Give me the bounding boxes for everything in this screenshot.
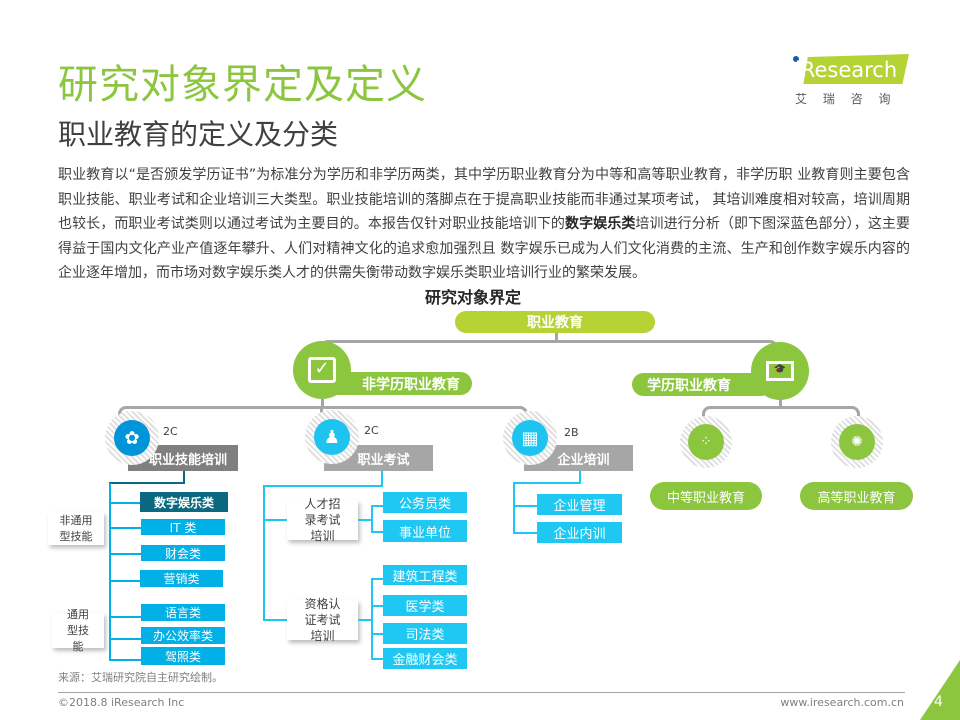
item-civil-servant: 公务员类 xyxy=(383,492,467,513)
node-secondary-vocational: 中等职业教育 xyxy=(650,482,762,510)
item-judicial: 司法类 xyxy=(383,623,467,644)
node-degree: 学历职业教育 xyxy=(632,373,772,396)
node-vocational-education: 职业教育 xyxy=(455,311,655,333)
group-certification-exam: 资格认证考试培训 xyxy=(287,597,358,643)
item-language: 语言类 xyxy=(141,604,225,621)
building-icon: ▦ xyxy=(512,420,548,456)
item-construction: 建筑工程类 xyxy=(383,565,467,585)
checkbox-icon: ✓ xyxy=(293,341,351,399)
group-non-general-skills: 非通用型技能 xyxy=(48,512,104,545)
copyright: ©2018.8 iResearch Inc xyxy=(58,696,185,709)
diagram-title: 研究对象界定 xyxy=(425,288,522,307)
item-accounting: 财会类 xyxy=(141,545,225,561)
description-paragraph: 职业教育以“是否颁发学历证书”为标准分为学历和非学历两类，其中学历职业教育分为中… xyxy=(58,167,911,282)
item-corp-management: 企业管理 xyxy=(537,494,622,515)
exam-tag: 2C xyxy=(364,424,379,437)
skills-tag: 2C xyxy=(163,425,178,438)
source-note: 来源：艾瑞研究院自主研究绘制。 xyxy=(58,671,223,684)
page-title: 研究对象界定及定义 xyxy=(58,62,427,108)
node-higher-vocational: 高等职业教育 xyxy=(800,482,913,510)
diploma-icon: 🎓 xyxy=(751,342,809,400)
item-corp-internal: 企业内训 xyxy=(537,522,622,543)
stamp-icon: ♟ xyxy=(314,419,350,455)
item-finance: 金融财会类 xyxy=(383,648,467,669)
highlight-text: 数字娱乐类 xyxy=(565,216,636,233)
item-driving: 驾照类 xyxy=(141,647,225,665)
node-skills-training: 职业技能培训 xyxy=(128,445,238,471)
fan-icon: ✺ xyxy=(839,424,875,460)
group-recruitment-exam: 人才招录考试培训 xyxy=(287,497,358,543)
corner-triangle xyxy=(920,660,960,720)
strategy-icon: ⁘ xyxy=(688,424,724,460)
corp-tag: 2B xyxy=(564,426,579,439)
group-general-skills: 通用型技能 xyxy=(52,608,104,653)
page-number: 4 xyxy=(934,694,943,710)
item-digital-entertainment: 数字娱乐类 xyxy=(140,492,228,512)
logo-text: iResearch xyxy=(795,58,898,82)
website-link[interactable]: www.iresearch.com.cn xyxy=(780,696,904,709)
item-medical: 医学类 xyxy=(383,595,467,616)
item-public-institution: 事业单位 xyxy=(383,520,467,542)
award-icon: ✿ xyxy=(114,420,150,456)
item-marketing: 营销类 xyxy=(140,570,223,587)
iresearch-logo: iResearch 艾 瑞 咨 询 xyxy=(793,50,913,110)
item-it: IT 类 xyxy=(141,519,225,535)
logo-subtext: 艾 瑞 咨 询 xyxy=(795,92,897,106)
page-subtitle: 职业教育的定义及分类 xyxy=(58,118,339,151)
node-non-degree: 非学历职业教育 xyxy=(320,372,472,395)
item-office: 办公效率类 xyxy=(141,627,225,644)
